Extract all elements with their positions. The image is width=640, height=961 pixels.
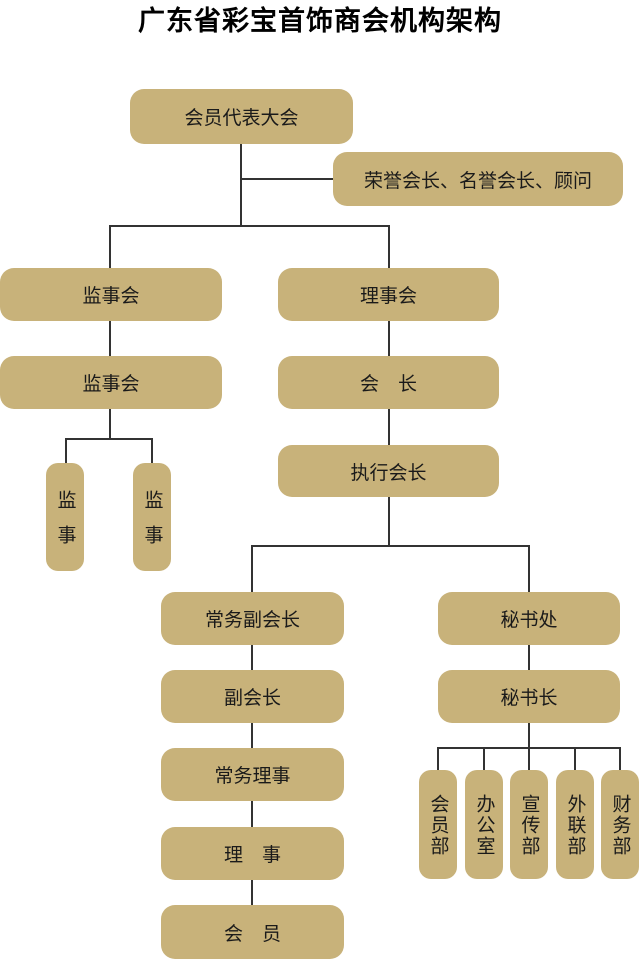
node-general-assembly: 会员代表大会 bbox=[130, 89, 353, 144]
connector bbox=[151, 438, 153, 464]
connector bbox=[528, 722, 530, 748]
node-dept-membership: 会员部 bbox=[419, 770, 457, 879]
connector bbox=[109, 320, 111, 357]
node-director: 理 事 bbox=[161, 827, 344, 880]
node-member: 会 员 bbox=[161, 905, 344, 959]
connector bbox=[251, 644, 253, 671]
connector bbox=[109, 408, 111, 439]
connector bbox=[251, 545, 253, 593]
connector bbox=[528, 747, 530, 771]
node-secretary-general: 秘书长 bbox=[438, 670, 620, 723]
diagram-title: 广东省彩宝首饰商会机构架构 bbox=[138, 6, 502, 37]
connector bbox=[528, 545, 530, 593]
connector bbox=[483, 747, 485, 771]
connector bbox=[251, 722, 253, 749]
node-standing-vice-president: 常务副会长 bbox=[161, 592, 344, 645]
node-supervisory-board: 监事会 bbox=[0, 268, 222, 321]
node-president: 会 长 bbox=[278, 356, 499, 409]
node-dept-finance: 财务部 bbox=[601, 770, 639, 879]
connector bbox=[437, 747, 439, 771]
node-vice-president: 副会长 bbox=[161, 670, 344, 723]
connector bbox=[251, 545, 530, 547]
connector bbox=[65, 438, 153, 440]
node-supervisor: 监事 bbox=[133, 463, 171, 571]
node-dept-publicity: 宣传部 bbox=[510, 770, 548, 879]
connector bbox=[528, 644, 530, 671]
connector bbox=[240, 178, 334, 180]
connector bbox=[251, 800, 253, 828]
connector bbox=[65, 438, 67, 464]
connector bbox=[388, 408, 390, 446]
connector bbox=[109, 225, 390, 227]
connector bbox=[109, 225, 111, 269]
node-dept-external: 外联部 bbox=[556, 770, 594, 879]
node-honorary-advisors: 荣誉会长、名誉会长、顾问 bbox=[333, 152, 623, 206]
connector bbox=[240, 144, 242, 226]
connector bbox=[251, 879, 253, 906]
node-secretariat: 秘书处 bbox=[438, 592, 620, 645]
connector bbox=[619, 747, 621, 771]
node-council: 理事会 bbox=[278, 268, 499, 321]
node-standing-director: 常务理事 bbox=[161, 748, 344, 801]
connector bbox=[388, 496, 390, 546]
connector bbox=[574, 747, 576, 771]
node-executive-president: 执行会长 bbox=[278, 445, 499, 497]
connector bbox=[388, 225, 390, 269]
connector bbox=[388, 320, 390, 357]
node-dept-office: 办公室 bbox=[465, 770, 503, 879]
node-supervisor: 监事 bbox=[46, 463, 84, 571]
node-supervisory-board: 监事会 bbox=[0, 356, 222, 409]
